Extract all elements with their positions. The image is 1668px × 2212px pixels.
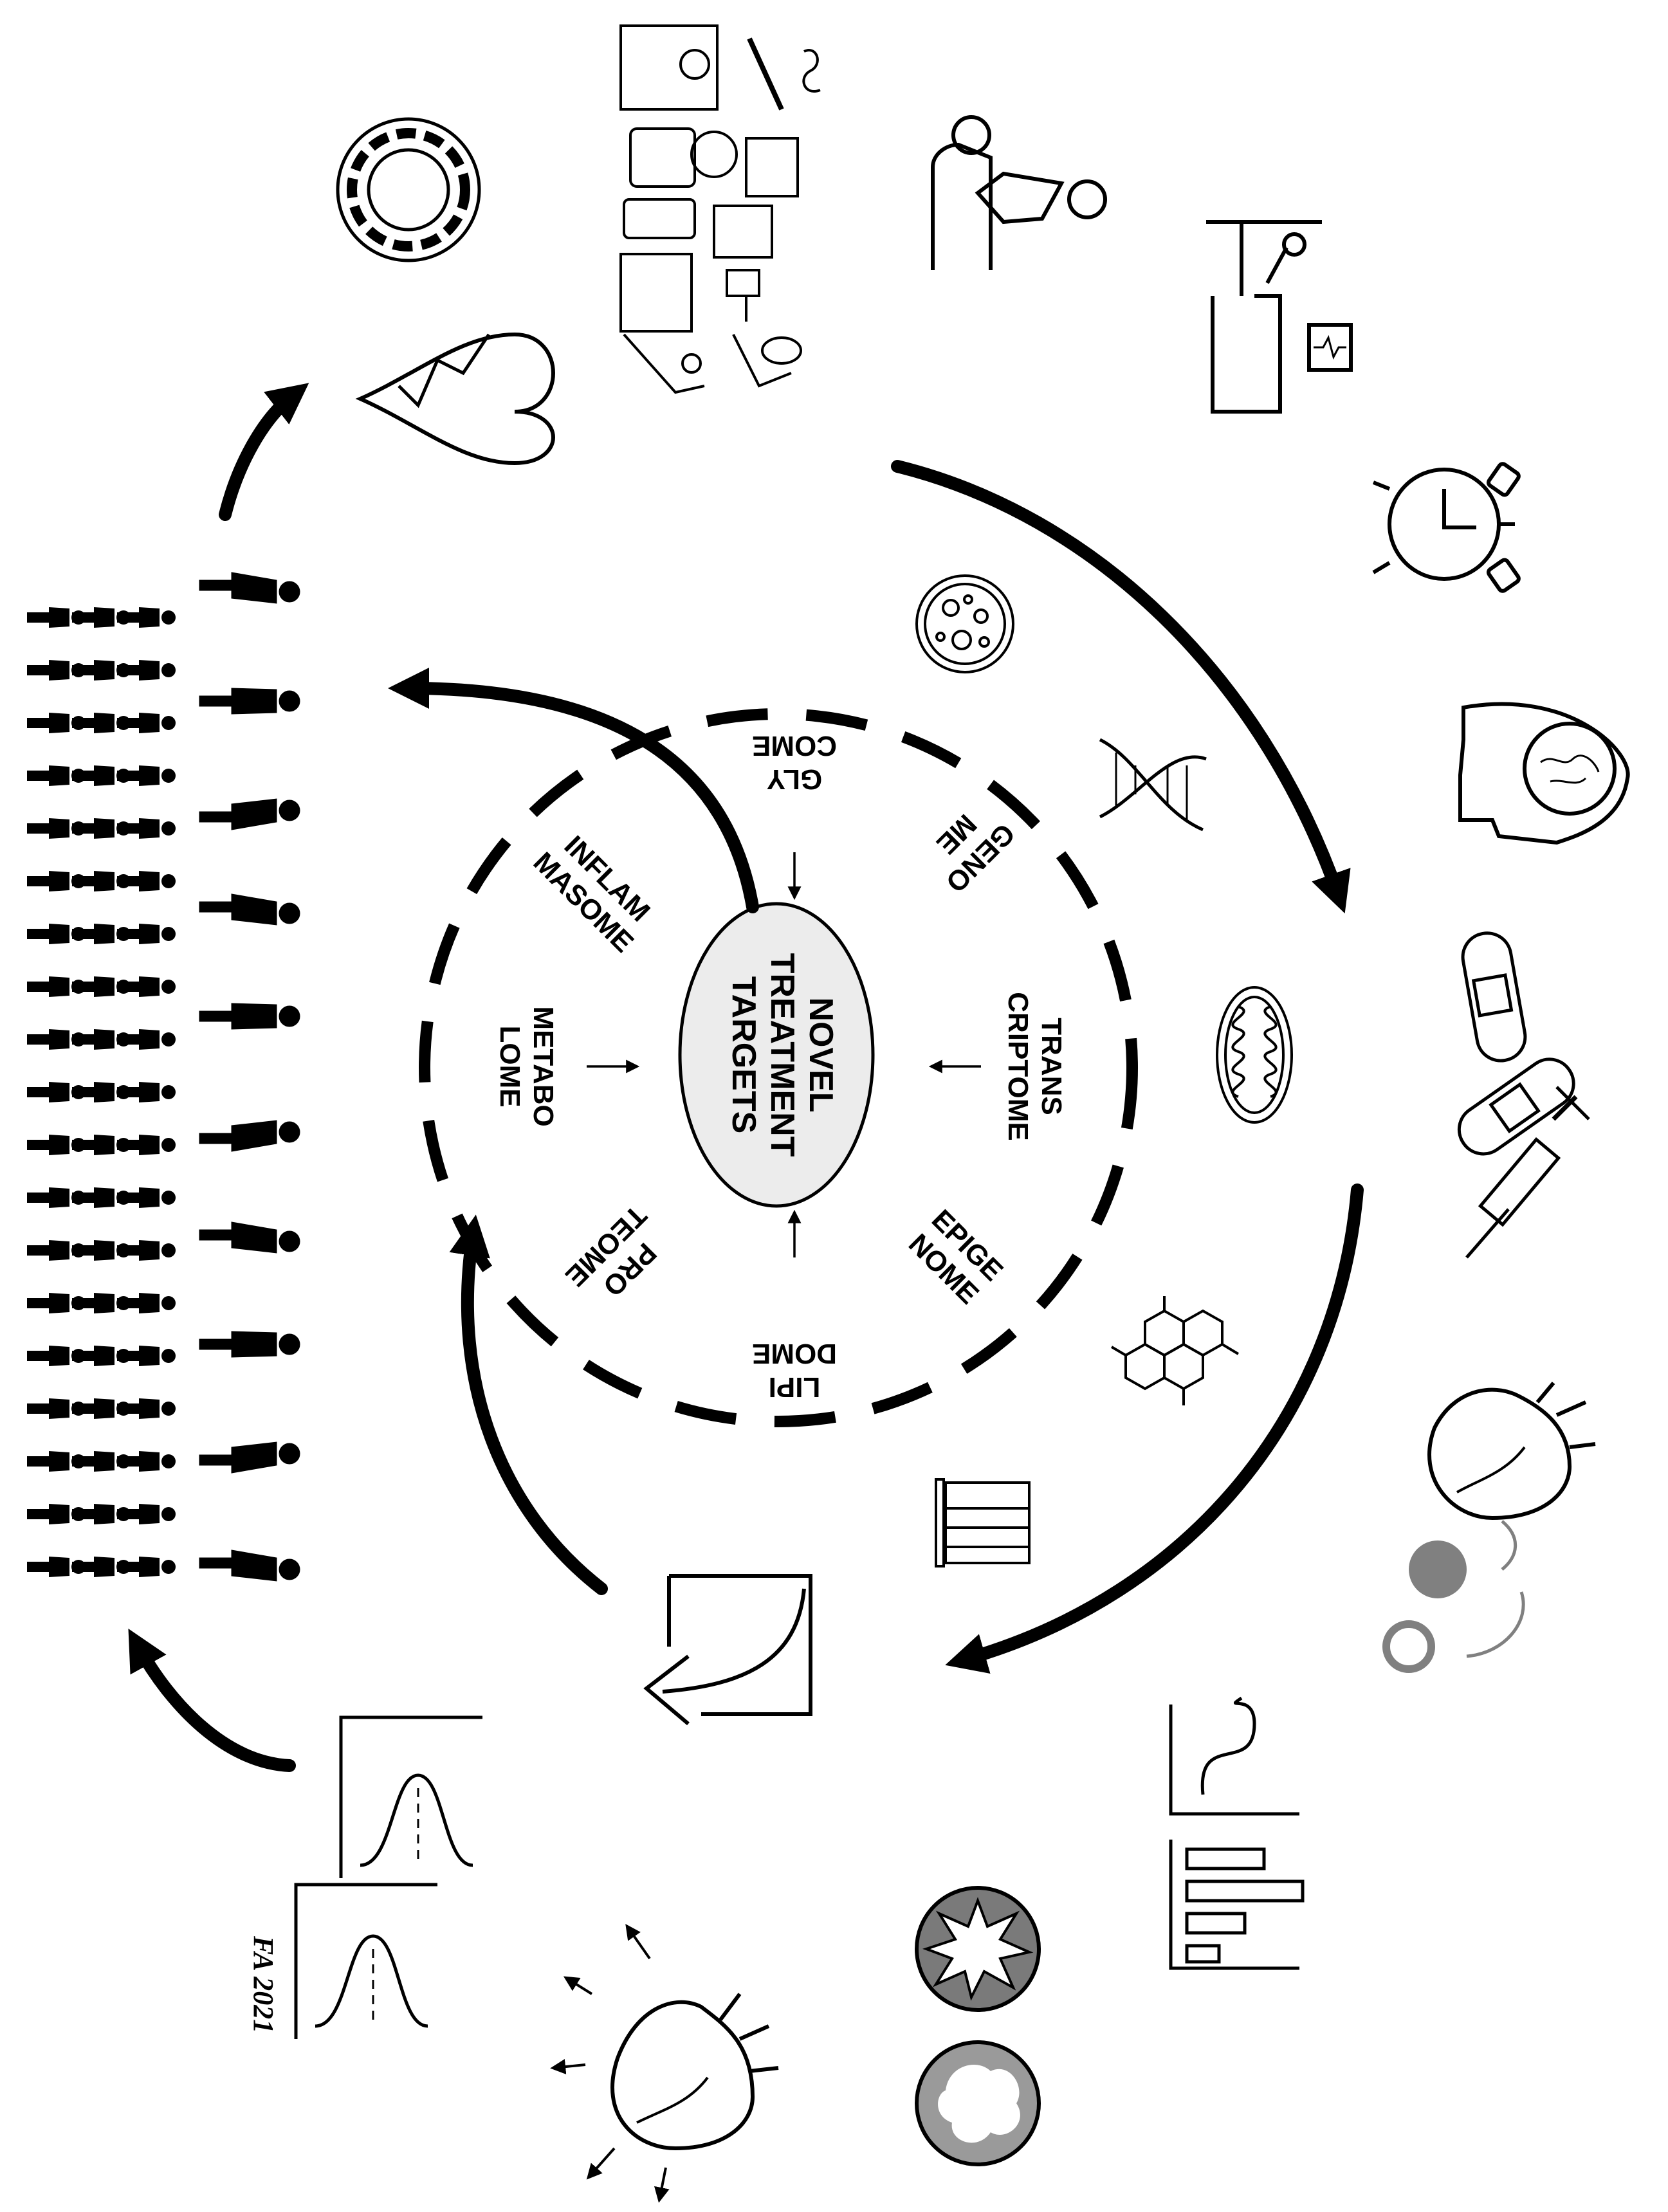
hospital-bed-icon	[1206, 220, 1353, 414]
person-figure	[117, 1557, 176, 1577]
person-figure	[117, 1187, 176, 1208]
omics-proteome: PRO TEOME	[559, 1199, 662, 1302]
patient-figure	[199, 1331, 300, 1358]
syringe-icon	[1465, 1086, 1590, 1259]
omics-glycome: GLY COME	[752, 730, 837, 795]
person-figure	[117, 1029, 176, 1050]
signature-text: FA 2021	[248, 1935, 279, 2033]
center-target: NOVEL TREATMENT TARGETS	[678, 902, 875, 1208]
population-icon	[27, 607, 176, 1577]
center-line-3: TARGETS	[725, 976, 762, 1134]
petri-dish-icon	[915, 574, 1014, 673]
person-figure	[117, 871, 176, 891]
mitochondria-icon	[1216, 986, 1293, 1124]
metabolome-line-2: LOME	[494, 1025, 526, 1107]
patient-figure	[199, 1120, 300, 1152]
omics-ring	[419, 708, 1138, 1427]
transcriptome-line-1: TRANS	[1036, 1018, 1067, 1115]
glycome-line-1: GLY	[767, 763, 822, 795]
signature: FA 2021	[248, 1935, 279, 2033]
hexagon-molecule-icon	[1110, 1296, 1240, 1405]
patient-stages-icon	[199, 572, 300, 1582]
person-figure	[117, 607, 176, 628]
brain-head-icon	[1458, 702, 1630, 845]
healthy-cell-icon	[915, 2040, 1041, 2166]
curve-chart-icon	[1169, 1696, 1299, 1816]
distribution-charts-icon	[294, 1715, 482, 2039]
cycle-arrows	[128, 383, 1364, 1772]
dna-icon	[1099, 738, 1207, 832]
patient-figure	[199, 798, 300, 830]
omics-epigenome: EPIGE NOME	[903, 1203, 1009, 1310]
alarm-clock-icon	[1372, 462, 1521, 593]
patient-figure	[199, 1003, 300, 1030]
curve-box-icon	[643, 1574, 812, 1726]
center-line-2: TREATMENT	[764, 953, 801, 1157]
patient-figure	[199, 1221, 300, 1254]
omics-transcriptome: TRANS CRIPTOME	[1002, 992, 1067, 1140]
heart-ecg-icon	[355, 332, 555, 466]
person-figure	[117, 818, 176, 839]
metabolome-line-1: METABO	[527, 1006, 559, 1126]
doctor-patient-icon	[931, 115, 1107, 270]
patient-figure	[199, 1441, 300, 1474]
person-figure	[117, 924, 176, 944]
glycome-line-2: COME	[752, 730, 837, 762]
lipidome-line-1: LIPI	[769, 1371, 821, 1403]
bar-chart-icon	[1169, 1840, 1305, 1970]
transcriptome-line-2: CRIPTOME	[1002, 992, 1034, 1140]
person-figure	[117, 713, 176, 733]
inward-arrows	[587, 852, 981, 1257]
person-figure	[117, 1135, 176, 1155]
ring-icon	[336, 117, 481, 262]
person-figure	[117, 1398, 176, 1419]
omics-lipidome: LIPI DOME	[752, 1338, 837, 1403]
patient-figure	[199, 1549, 300, 1582]
omics-metabolome: METABO LOME	[494, 1006, 559, 1126]
person-figure	[117, 1240, 176, 1261]
center-text: NOVEL TREATMENT TARGETS	[725, 953, 839, 1157]
expanding-heart-icon	[550, 1924, 779, 2203]
center-ellipse	[678, 902, 875, 1208]
burst-cell-icon	[915, 1886, 1041, 2012]
heart-icon	[1427, 1382, 1596, 1521]
cell-circles-icon	[1382, 1520, 1525, 1673]
center-line-1: NOVEL	[802, 997, 839, 1112]
person-figure	[117, 1082, 176, 1102]
person-figure	[117, 1346, 176, 1366]
test-tubes-icon	[935, 1478, 1031, 1568]
person-figure	[117, 1293, 176, 1313]
omics-inflammasome: INFLAM MASOME	[527, 830, 656, 958]
person-figure	[117, 1451, 176, 1472]
bandage-icon	[1457, 931, 1575, 1156]
person-figure	[117, 765, 176, 786]
patient-figure	[199, 688, 300, 715]
lifestyle-risk-icons	[619, 24, 821, 394]
person-figure	[117, 660, 176, 681]
omics-genome: GENO ME	[930, 808, 1021, 899]
person-figure	[117, 976, 176, 997]
lipidome-line-2: DOME	[752, 1338, 837, 1369]
patient-figure	[199, 893, 300, 926]
patient-figure	[199, 572, 300, 604]
person-figure	[117, 1504, 176, 1524]
